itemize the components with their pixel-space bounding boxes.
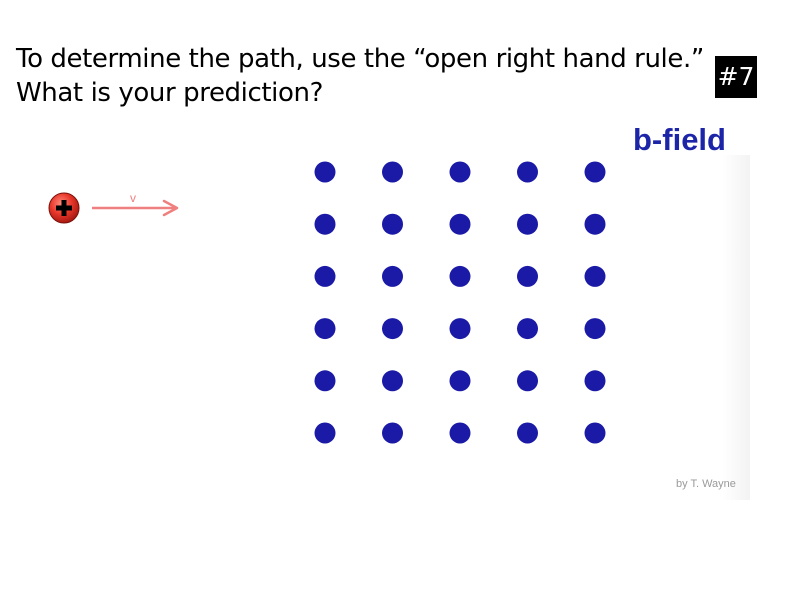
field-dot xyxy=(584,422,606,444)
field-dot xyxy=(517,265,538,287)
slide-number-badge: #7 xyxy=(715,56,757,98)
velocity-label: v xyxy=(130,191,136,205)
field-dot xyxy=(314,318,336,340)
field-dot xyxy=(314,161,336,183)
plus-sign-vertical xyxy=(61,200,67,216)
field-dot xyxy=(517,161,538,183)
field-dot xyxy=(314,213,336,235)
field-dot xyxy=(449,265,471,287)
field-dot xyxy=(382,213,403,235)
credit-text: by T. Wayne xyxy=(676,478,736,490)
velocity-arrow-head xyxy=(162,199,179,217)
field-dot xyxy=(314,265,336,287)
field-dot xyxy=(449,213,471,235)
field-dot xyxy=(584,370,606,392)
field-dot xyxy=(584,318,606,340)
field-dot xyxy=(517,213,538,235)
question-text: To determine the path, use the “open rig… xyxy=(16,42,716,110)
field-dot xyxy=(382,265,403,287)
field-dot xyxy=(382,370,403,392)
field-dot xyxy=(382,161,403,183)
field-dot xyxy=(449,422,471,444)
field-dot xyxy=(382,422,403,444)
field-dot xyxy=(517,318,538,340)
question-line-2: What is your prediction? xyxy=(16,78,323,108)
b-field-label: b-field xyxy=(633,122,726,157)
question-line-1: To determine the path, use the “open rig… xyxy=(16,44,704,74)
field-dot xyxy=(382,318,403,340)
field-dot xyxy=(314,422,336,444)
field-dot xyxy=(517,422,538,444)
field-dot xyxy=(449,161,471,183)
field-dot xyxy=(314,370,336,392)
field-dot xyxy=(517,370,538,392)
field-dot-grid xyxy=(314,161,606,444)
field-dot xyxy=(449,318,471,340)
field-dot xyxy=(584,265,606,287)
field-panel-background xyxy=(610,155,750,500)
field-dot xyxy=(449,370,471,392)
positive-charge-particle xyxy=(48,192,80,224)
field-dot xyxy=(584,213,606,235)
velocity-vector: v xyxy=(92,191,179,217)
field-dot xyxy=(584,161,606,183)
